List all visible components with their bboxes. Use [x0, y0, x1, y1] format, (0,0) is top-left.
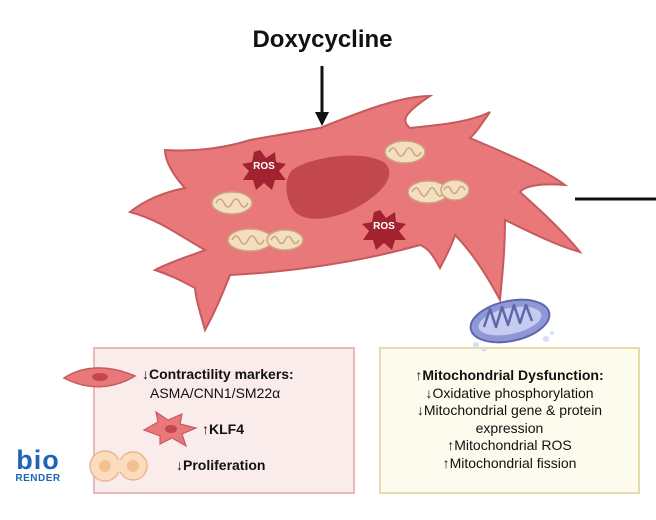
mitochondrion	[266, 229, 304, 251]
logo-text: bio	[16, 445, 60, 475]
ros-burst-icon	[362, 210, 406, 250]
klf4-label: ↑KLF4	[202, 421, 244, 437]
nucleus	[286, 155, 390, 219]
ros-label: ROS	[373, 221, 395, 232]
list-item: ↓Mitochondrial gene & protein	[416, 402, 603, 418]
ros-label: ROS	[253, 161, 275, 172]
spindle-cell-icon	[62, 367, 137, 388]
drug-title: Doxycycline	[252, 26, 393, 53]
mitochondrial-effects-list: ↑Mitochondrial Dysfunction: ↓Oxidative p…	[381, 367, 638, 472]
contractility-label: ↓Contractility markers:	[142, 366, 294, 382]
synthetic-cell-icon	[142, 410, 198, 448]
proliferation-label: ↓Proliferation	[176, 457, 266, 473]
list-item: ↓Oxidative phosphorylation	[425, 384, 594, 401]
dividing-cells-icon	[89, 450, 148, 482]
mitochondrial-heading: ↑Mitochondrial Dysfunction:	[415, 367, 604, 383]
ros-burst-icon	[242, 150, 286, 190]
mitochondrion-icon	[469, 298, 554, 352]
cell-body	[127, 94, 583, 333]
logo-subtext: RENDER	[15, 473, 61, 484]
contractility-markers: ASMA/CNN1/SM22α	[150, 385, 281, 401]
biorender-logo: bio RENDER	[12, 447, 64, 485]
list-item: ↑Mitochondrial fission	[442, 454, 577, 471]
down-arrow-icon	[315, 66, 329, 126]
mitochondrion	[440, 179, 470, 201]
mitochondrial-panel: ↑Mitochondrial Dysfunction: ↓Oxidative p…	[379, 347, 640, 494]
mitochondrion	[384, 140, 426, 164]
list-item: ↑Mitochondrial ROS	[447, 437, 572, 453]
smooth-muscle-cell	[127, 94, 583, 333]
list-item: expression	[475, 419, 544, 436]
connector-line	[575, 197, 656, 201]
mitochondrion	[227, 228, 273, 252]
mitochondrion	[211, 191, 253, 215]
